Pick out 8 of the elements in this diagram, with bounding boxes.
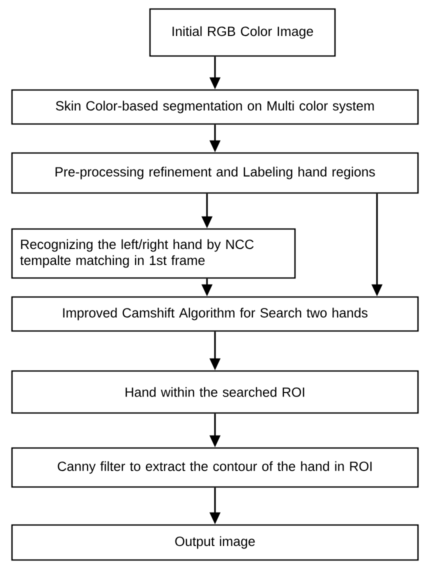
process-box: Canny filter to extract the contour of the hand in ROI xyxy=(11,447,419,488)
process-box: Initial RGB Color Image xyxy=(149,8,336,57)
process-box: Pre-processing refinement and Labeling hand regions xyxy=(11,152,419,194)
process-box: Hand within the searched ROI xyxy=(11,370,419,414)
process-box: Output image xyxy=(11,524,419,561)
process-box: Skin Color-based segmentation on Multi color system xyxy=(11,89,419,125)
process-box: Improved Camshift Algorithm for Search two hands xyxy=(11,296,419,332)
process-box: Recognizing the left/right hand by NCC tempalte matching in 1st frame xyxy=(11,228,296,279)
